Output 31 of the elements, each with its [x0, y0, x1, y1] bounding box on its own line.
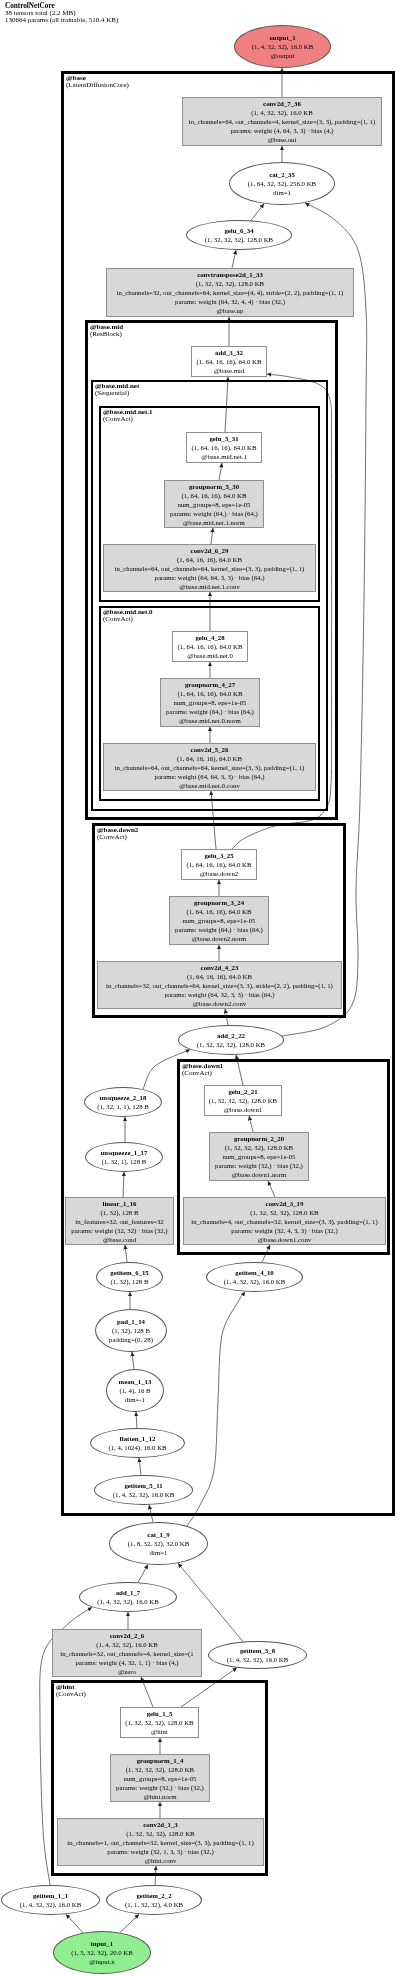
- group-frame: [92, 823, 346, 1018]
- layer-box: [110, 1754, 210, 1802]
- layer-box: [57, 1818, 264, 1866]
- op-box: [172, 631, 248, 662]
- layer-box: [164, 480, 264, 528]
- op-ellipse: [1, 1885, 100, 1915]
- op-ellipse: [178, 1025, 284, 1055]
- layer-box: [103, 743, 316, 791]
- group-frame: [91, 380, 328, 811]
- group-frame: [61, 71, 395, 1516]
- op-ellipse: [106, 1369, 164, 1412]
- op-box: [191, 346, 267, 377]
- layer-box: [160, 678, 260, 727]
- layer-box: [209, 1132, 309, 1181]
- group-frame: [99, 606, 320, 801]
- group-frame: [85, 320, 338, 820]
- group-frame: [51, 1680, 268, 1876]
- op-box: [181, 849, 257, 880]
- layer-box: [97, 961, 342, 1009]
- layer-box: [183, 1197, 386, 1245]
- op-box: [186, 432, 262, 463]
- layer-box: [65, 1197, 174, 1245]
- layer-box: [182, 97, 382, 146]
- layer-box: [106, 268, 354, 317]
- group-frame: [99, 406, 320, 602]
- layer-box: [169, 896, 269, 945]
- group-frame: [177, 1059, 390, 1255]
- op-box: [120, 1707, 199, 1738]
- layer-box: [52, 1629, 202, 1677]
- op-box: [204, 1085, 282, 1116]
- layer-box: [103, 544, 316, 592]
